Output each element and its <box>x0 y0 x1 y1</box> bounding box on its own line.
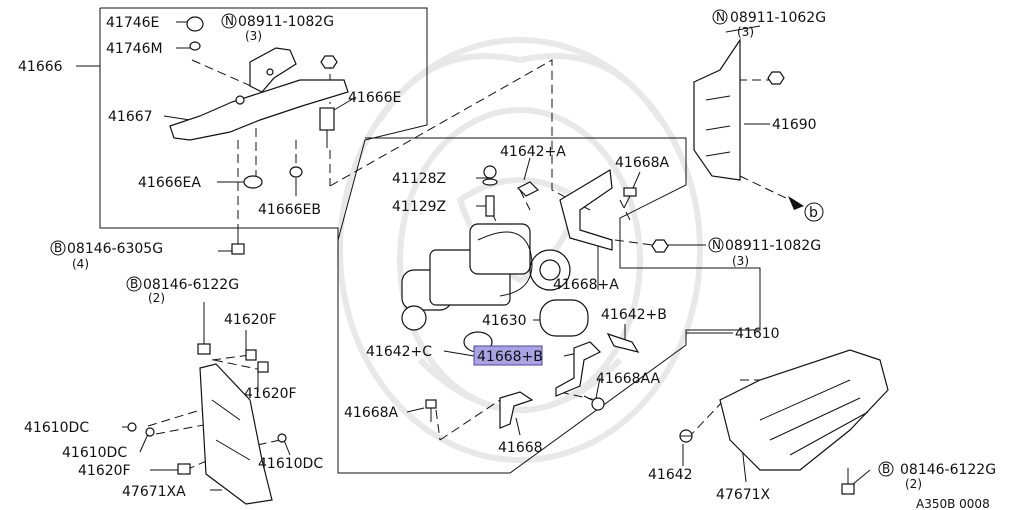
stud-41666e <box>319 107 335 148</box>
label-41667[interactable]: 41667 <box>108 109 153 125</box>
arrow-to-b <box>788 196 804 210</box>
label-41668a-top[interactable]: 41668A <box>615 155 670 171</box>
label-41620f-b[interactable]: 41620F <box>244 386 297 402</box>
bracket-41668 <box>499 391 534 429</box>
diagram-id: A350B 0008 <box>916 497 990 510</box>
label-41690[interactable]: 41690 <box>772 117 817 133</box>
bolt-08146-6122g-right <box>841 468 855 495</box>
clip-41642 <box>679 429 693 443</box>
qty-08146-6122g-right: (2) <box>905 477 922 491</box>
abs-actuator-41630 <box>401 223 589 337</box>
rubber-mount-41746e <box>186 16 204 51</box>
label-41642[interactable]: 41642 <box>648 467 693 483</box>
main-assembly-frame <box>337 137 761 474</box>
nut-top-bracket <box>320 55 338 69</box>
label-47671xa[interactable]: 47671XA <box>122 484 186 500</box>
label-41642-plus-b[interactable]: 41642+B <box>601 307 667 323</box>
bolt-08146-6305g <box>231 232 245 255</box>
symbol-n-right: N <box>716 10 725 24</box>
label-41666[interactable]: 41666 <box>18 59 63 75</box>
bracket-41690 <box>693 38 741 181</box>
symbol-n-mid: N <box>712 238 721 252</box>
label-41668-plus-b[interactable]: 41668+B <box>477 349 543 365</box>
label-41610dc-a[interactable]: 41610DC <box>24 420 89 436</box>
qty-08911-1082g-top: (3) <box>245 29 262 43</box>
symbol-b-left-2: B <box>130 277 138 291</box>
label-08146-6122g-left[interactable]: 08146-6122G <box>143 277 239 293</box>
label-08146-6122g-right[interactable]: 08146-6122G <box>900 462 996 478</box>
label-41128z[interactable]: 41128Z <box>392 171 446 187</box>
label-41746m[interactable]: 41746M <box>106 41 163 57</box>
nut-mid <box>651 239 669 253</box>
label-41668[interactable]: 41668 <box>498 440 543 456</box>
label-08911-1082g-top[interactable]: 08911-1082G <box>238 14 334 30</box>
callout-labels: 41666 41746E 41746M 08911-1082G (3) 4166… <box>18 10 996 510</box>
circled-symbols: N B B N N B b <box>50 9 894 477</box>
label-47671x[interactable]: 47671X <box>716 487 771 503</box>
under-cover-47671x <box>719 349 889 471</box>
bolt-41129z <box>485 195 495 217</box>
bolt-41128z <box>482 165 498 186</box>
highlighted-part-41668[interactable] <box>473 345 543 366</box>
qty-08911-1082g-mid: (3) <box>732 254 749 268</box>
clip-41642-a <box>516 181 540 197</box>
bracket-41668-plus-a <box>559 169 613 251</box>
label-41620f-a[interactable]: 41620F <box>224 312 277 328</box>
bolt-41668a-top <box>623 187 637 209</box>
label-41668aa[interactable]: 41668AA <box>596 371 661 387</box>
bolt-41668aa <box>583 395 605 411</box>
label-41666e[interactable]: 41666E <box>348 90 401 106</box>
label-41610dc-b[interactable]: 41610DC <box>62 445 127 461</box>
label-41610dc-c[interactable]: 41610DC <box>258 456 323 472</box>
label-41610[interactable]: 41610 <box>735 326 780 342</box>
symbol-b-right: B <box>882 462 890 476</box>
label-41668a-bottom[interactable]: 41668A <box>344 405 399 421</box>
label-08146-6305g[interactable]: 08146-6305G <box>67 241 163 257</box>
label-41666eb[interactable]: 41666EB <box>258 202 321 218</box>
qty-08146-6122g-left: (2) <box>148 291 165 305</box>
ref-b-label: b <box>809 205 818 221</box>
label-41630[interactable]: 41630 <box>482 313 527 329</box>
leader-lines <box>76 21 871 491</box>
label-41642-plus-a[interactable]: 41642+A <box>500 144 566 160</box>
label-08911-1082g-mid[interactable]: 08911-1082G <box>725 238 821 254</box>
clips-41620f <box>177 349 269 475</box>
grommet-41666ea <box>243 175 263 189</box>
mud-guard-47671xa <box>199 363 273 505</box>
label-41668-plus-a[interactable]: 41668+A <box>553 277 619 293</box>
qty-08911-1062g: (3) <box>737 25 754 39</box>
label-41620f-c[interactable]: 41620F <box>78 463 131 479</box>
nut-08911-1062g <box>767 71 785 85</box>
bolt-08146-6122g-left <box>197 334 211 355</box>
label-41666ea[interactable]: 41666EA <box>138 175 201 191</box>
symbol-b-left-1: B <box>54 241 62 255</box>
mounting-bracket-41667 <box>169 47 349 141</box>
clip-41642-plus-b <box>606 332 640 353</box>
bracket-41668-plus-b <box>555 341 602 397</box>
grommet-41666eb <box>289 166 303 178</box>
label-41129z[interactable]: 41129Z <box>392 199 446 215</box>
bolt-41668a-bottom <box>425 399 437 422</box>
label-41746e[interactable]: 41746E <box>106 15 159 31</box>
label-41642-plus-c[interactable]: 41642+C <box>366 344 432 360</box>
bracket-assembly-frame <box>99 7 428 241</box>
symbol-n-top: N <box>225 14 234 28</box>
qty-08146-6305g: (4) <box>72 257 89 271</box>
label-08911-1062g[interactable]: 08911-1062G <box>730 10 826 26</box>
screws-41610dc <box>127 422 287 443</box>
